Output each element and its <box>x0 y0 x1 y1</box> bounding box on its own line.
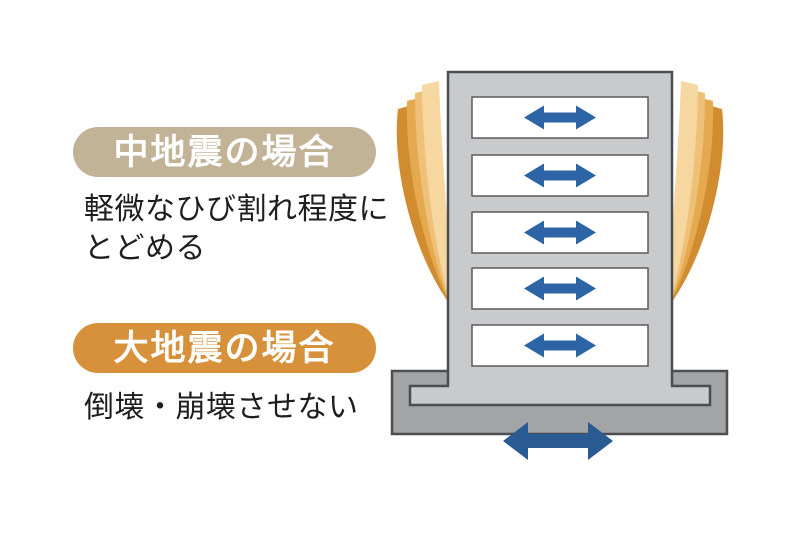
sway-blade <box>669 81 698 306</box>
large-quake-title: 大地震の場合 <box>113 328 336 368</box>
large-quake-description: 倒壊・崩壊させない <box>84 388 359 427</box>
medium-quake-description: 軽微なひび割れ程度に とどめる <box>84 190 389 268</box>
large-quake-pill: 大地震の場合 <box>73 323 376 373</box>
medium-quake-desc-line2: とどめる <box>84 232 206 265</box>
large-quake-desc-line1: 倒壊・崩壊させない <box>84 391 359 424</box>
medium-quake-pill: 中地震の場合 <box>73 127 376 177</box>
medium-quake-desc-line1: 軽微なひび割れ程度に <box>84 193 389 226</box>
sway-fan-right-icon <box>669 81 724 306</box>
medium-quake-title: 中地震の場合 <box>113 132 336 172</box>
sway-fan-left-icon <box>396 81 451 306</box>
sway-blade <box>422 81 451 306</box>
